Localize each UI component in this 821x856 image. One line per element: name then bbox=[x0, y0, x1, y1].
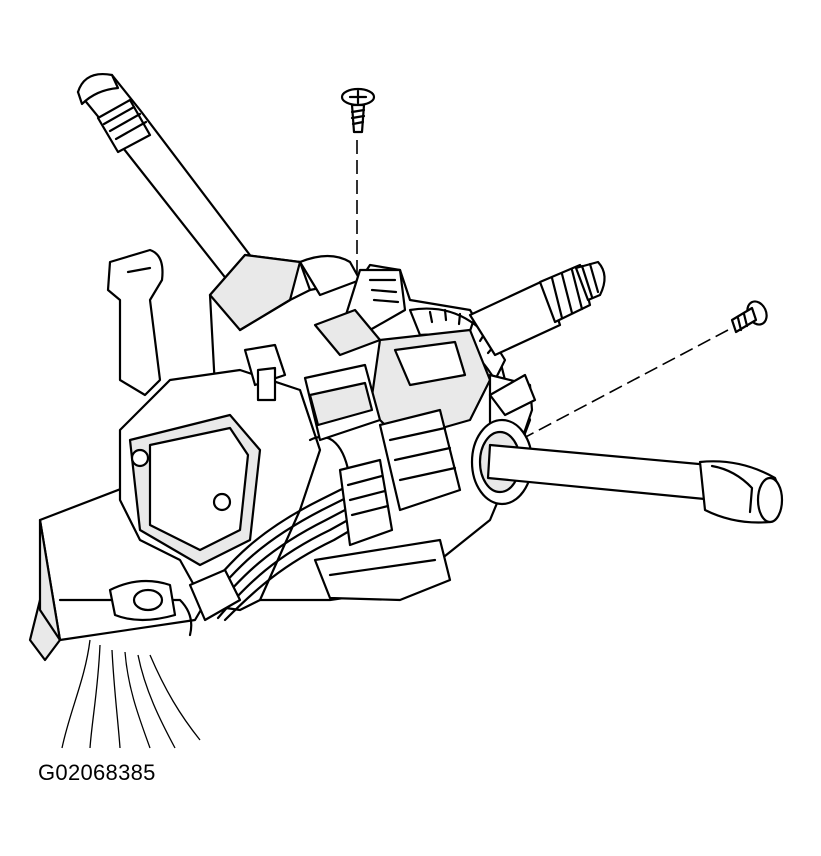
upper-screw bbox=[340, 87, 376, 134]
steering-shaft bbox=[468, 260, 606, 357]
column-cover bbox=[118, 368, 322, 612]
wiring-harness bbox=[28, 598, 201, 749]
housing-tabs bbox=[243, 343, 537, 417]
switch-wires bbox=[188, 435, 370, 622]
left-bracket bbox=[106, 248, 164, 397]
clock-spring bbox=[368, 307, 507, 442]
right-screw bbox=[730, 300, 768, 334]
steering-column-illustration bbox=[28, 73, 784, 749]
lower-switch-body bbox=[313, 538, 452, 602]
figure-id-label: G02068385 bbox=[38, 760, 156, 785]
screw-install-line-right bbox=[519, 329, 729, 441]
left-stalk-lever bbox=[76, 73, 267, 292]
